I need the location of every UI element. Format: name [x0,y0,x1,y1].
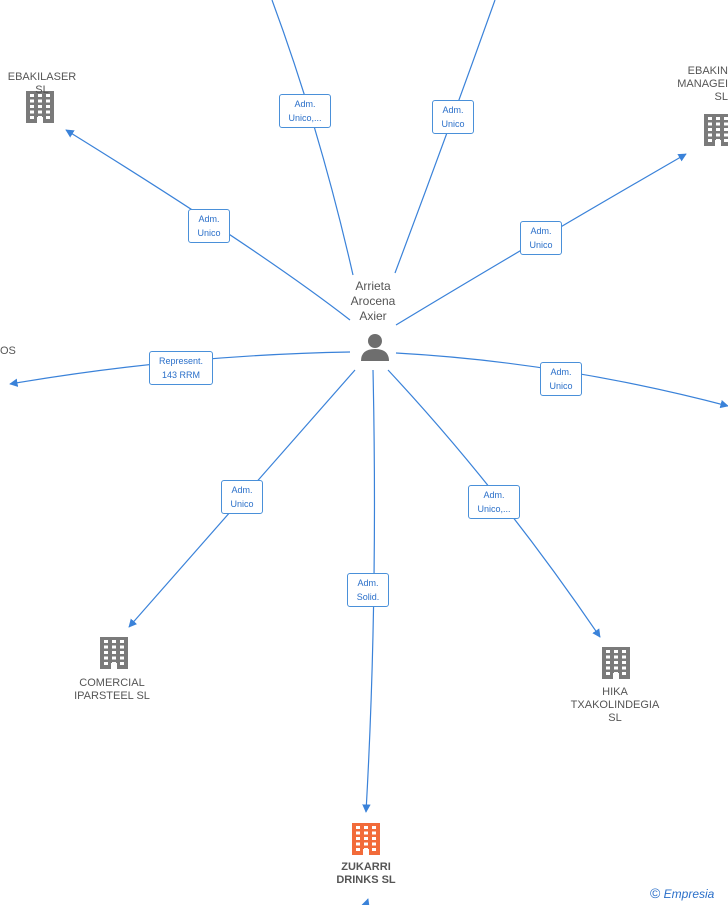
edge-label-ebakin: Adm. Unico [520,221,562,255]
person-icon [361,334,389,361]
building-icon [602,647,630,679]
edge-label-right: Adm. Unico [540,362,582,396]
edge-top-right [394,0,496,274]
edge-label-zukarri: Adm. Solid. [347,573,389,607]
building-icon [100,637,128,669]
edge-label-hika: Adm. Unico,... [468,485,520,519]
brand-logo: © Empresia [650,885,714,901]
brand-name: Empresia [663,887,715,901]
building-icon-highlight [352,823,380,855]
edge-ebakilaser [65,129,351,321]
edge-label-comercial: Adm. Unico [221,480,263,514]
company-ebakilaser-label[interactable]: EBAKILASER SL [7,71,77,96]
building-icon [704,114,728,146]
edge-label-os: Represent. 143 RRM [149,351,213,385]
person-name[interactable]: Arrieta Arocena Axier [350,279,396,323]
company-os-label[interactable]: OS [0,345,16,357]
company-comercial-label[interactable]: COMERCIAL IPARSTEEL SL [74,677,150,702]
edge-label-top-right: Adm. Unico [432,100,474,134]
edge-bottom [361,898,370,905]
edge-label-top-left: Adm. Unico,... [279,94,331,128]
company-ebakin-label[interactable]: EBAKIN MANAGEI SL [677,65,728,103]
company-hika-label[interactable]: HIKA TXAKOLINDEGIA SL [570,686,660,724]
company-zukarri-label[interactable]: ZUKARRI DRINKS SL [336,861,396,886]
building-icon [26,91,54,123]
copyright-icon: © [650,885,661,901]
edge-top-left [271,0,354,276]
edge-label-ebakilaser: Adm. Unico [188,209,230,243]
